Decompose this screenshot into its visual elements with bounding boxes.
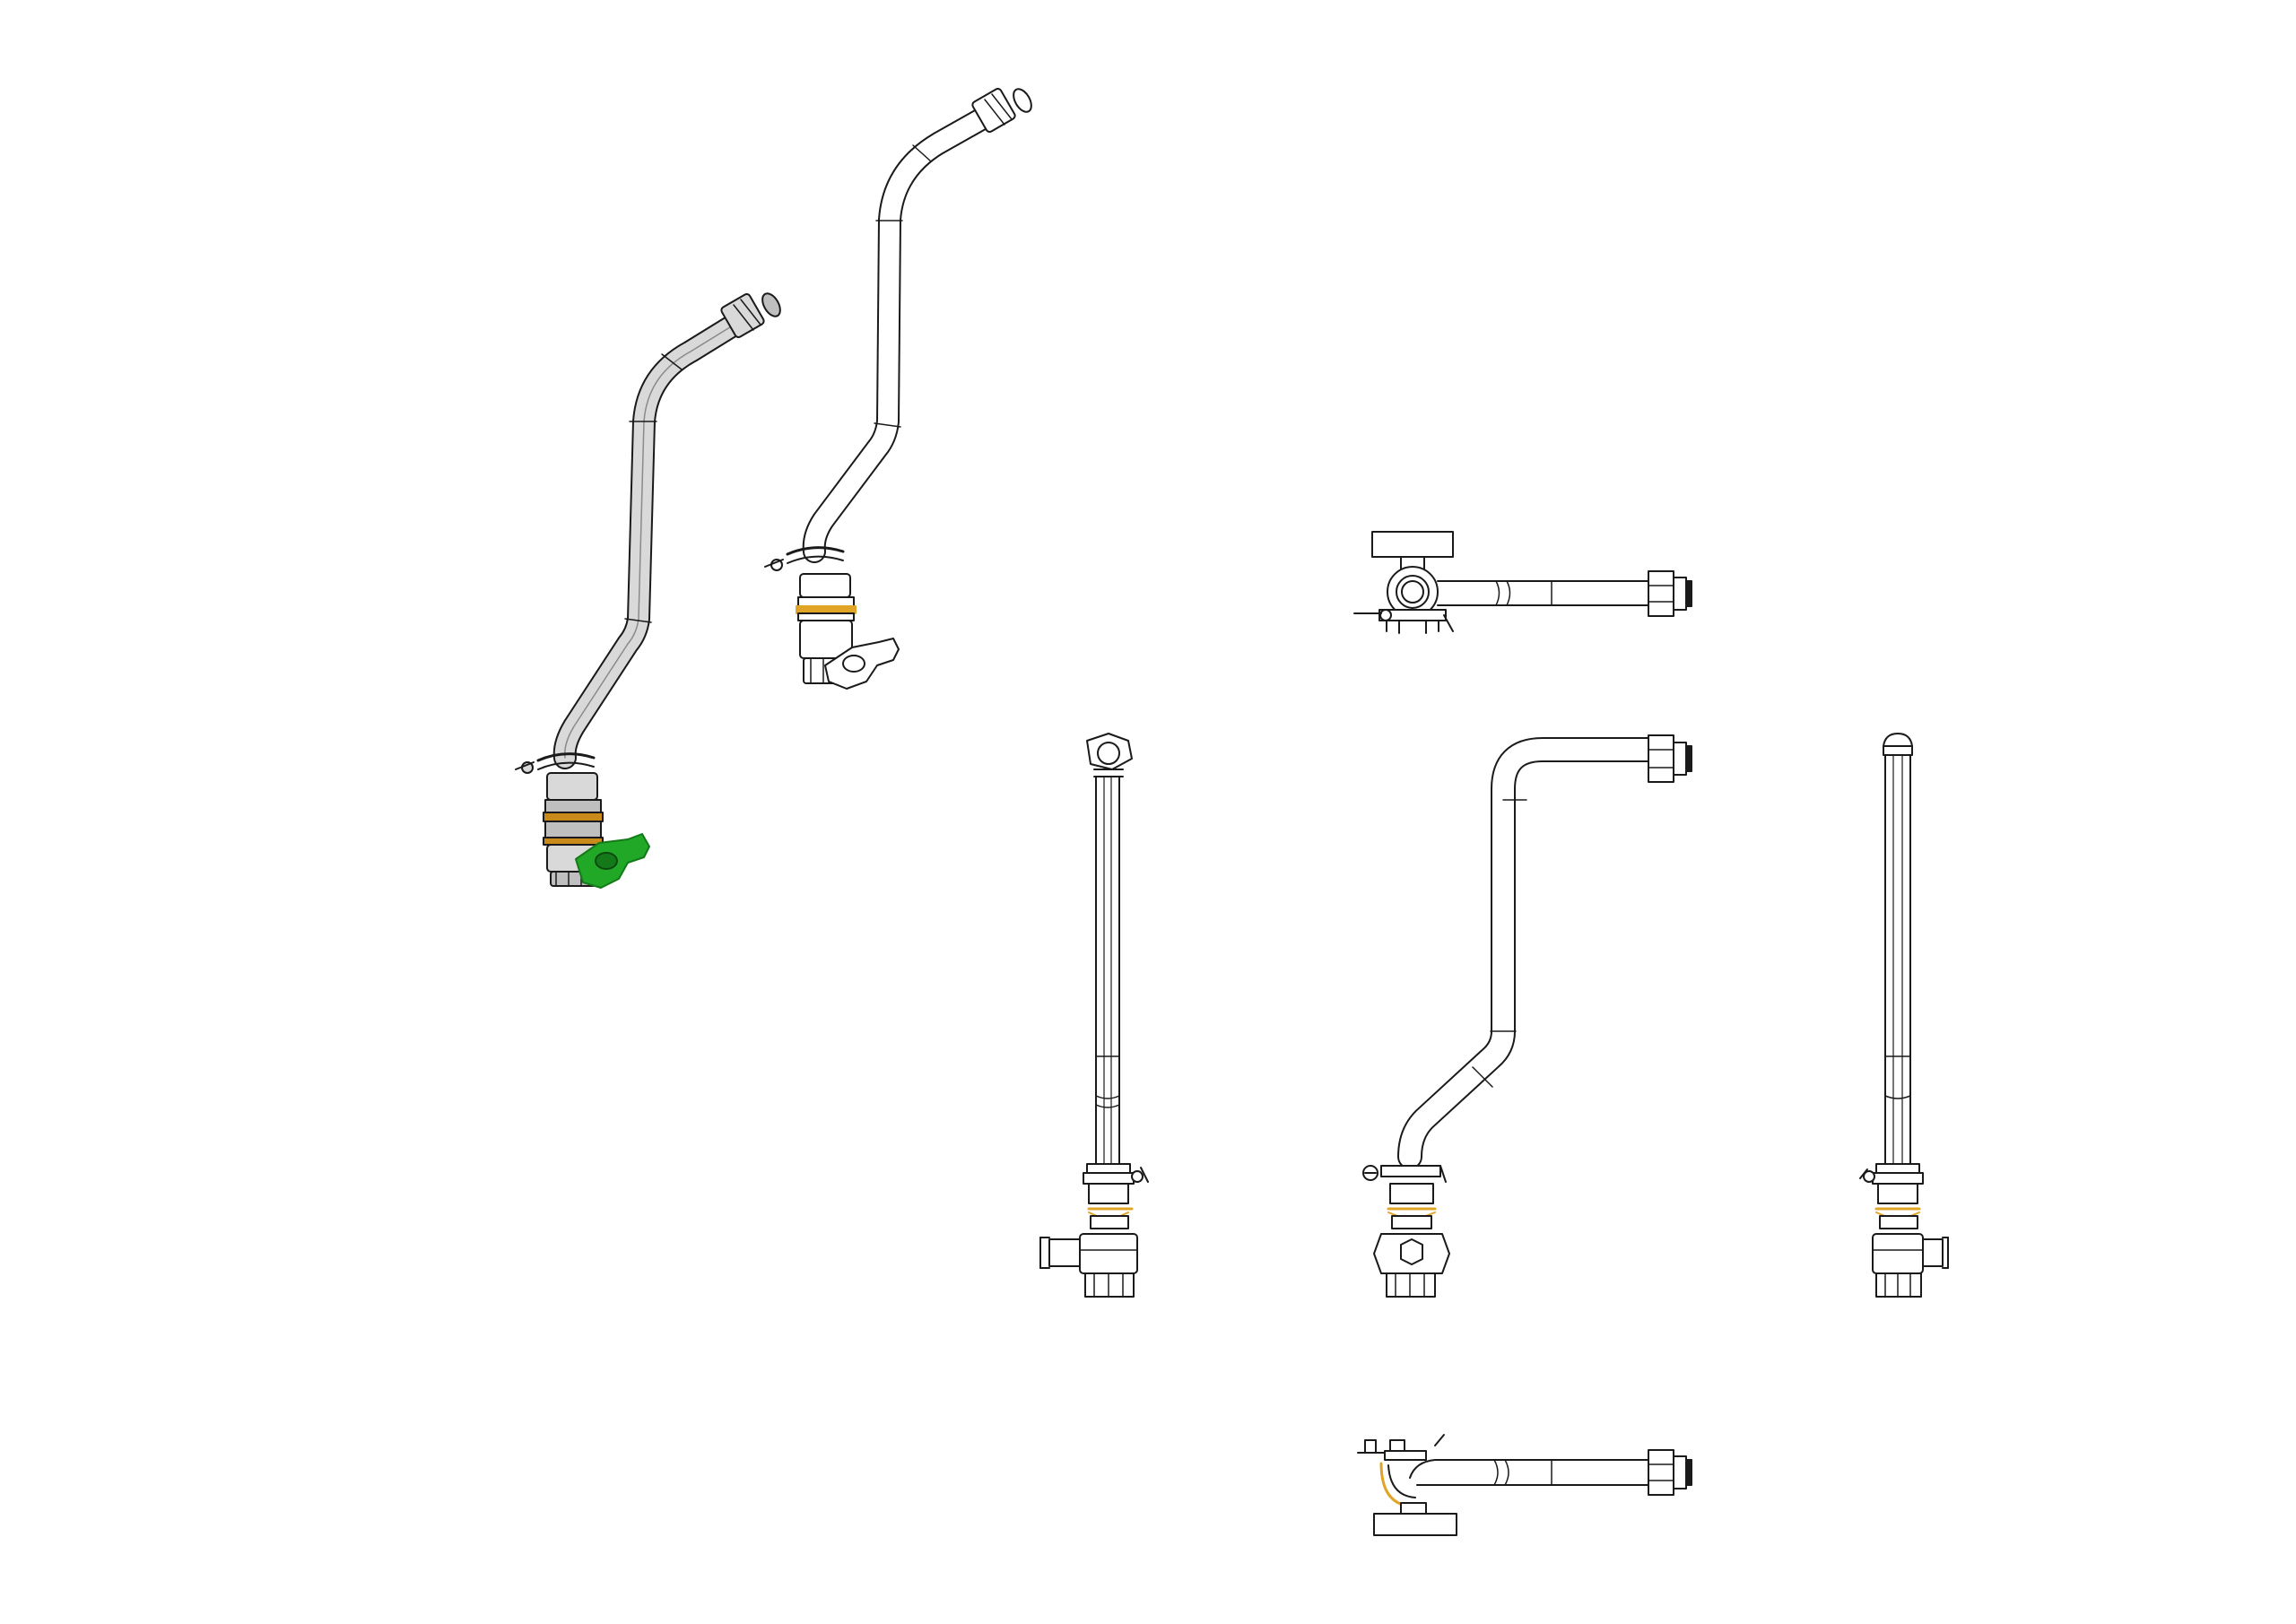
top-view [1353, 531, 1692, 634]
bottom-view-pipe [1409, 1459, 1651, 1486]
iso-shaded-pipe [552, 307, 756, 769]
bottom-view [1357, 1434, 1692, 1536]
iso-shaded-green-handle [575, 833, 650, 889]
left-view-valve [1039, 1183, 1138, 1298]
iso-shaded-clamp [515, 752, 596, 774]
right-view-valve [1872, 1183, 1949, 1298]
iso-shaded-view [515, 292, 781, 889]
top-view-handle [1371, 531, 1454, 572]
front-view-valve [1373, 1183, 1450, 1298]
front-view-nut [1648, 734, 1692, 783]
left-view-top-nut [1086, 733, 1133, 777]
right-view-clamp [1859, 1163, 1924, 1185]
right-view-top [1883, 733, 1913, 756]
iso-line-view [764, 88, 1032, 690]
iso-line-handle [824, 638, 900, 690]
right-view [1859, 733, 1949, 1298]
iso-line-pipe [802, 100, 1005, 563]
bottom-view-nut [1648, 1449, 1692, 1496]
bottom-view-valve [1357, 1434, 1457, 1536]
front-view-pipe [1397, 737, 1665, 1169]
top-view-nut [1648, 570, 1692, 617]
iso-line-clamp [764, 546, 845, 571]
front-view-clamp [1362, 1165, 1447, 1183]
left-view-pipe [1095, 776, 1120, 1165]
left-view-clamp [1083, 1163, 1149, 1185]
iso-shaded-nut [720, 292, 781, 338]
top-view-valve-body [1353, 566, 1454, 634]
front-view [1362, 734, 1692, 1298]
right-view-pipe [1884, 754, 1911, 1165]
top-view-pipe [1437, 580, 1651, 606]
left-view [1039, 733, 1149, 1298]
iso-line-nut [971, 88, 1032, 133]
